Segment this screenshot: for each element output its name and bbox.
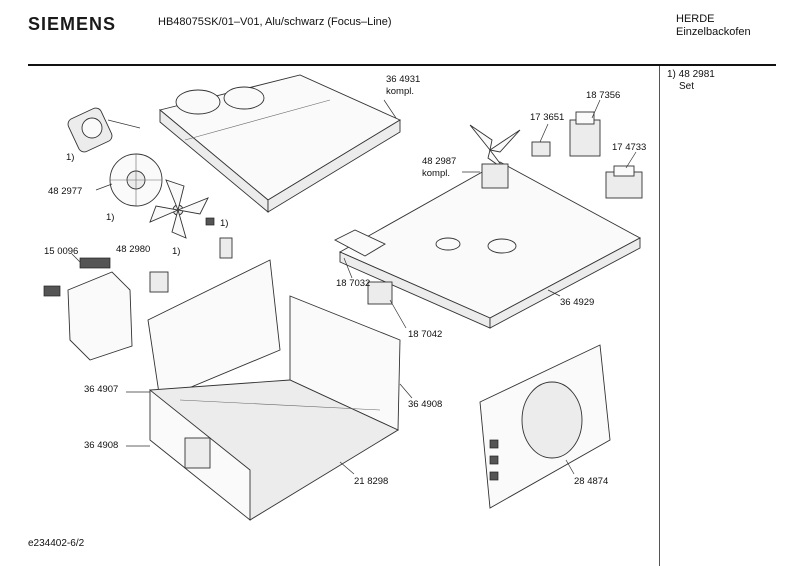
footnote-set: 1) 48 2981 Set <box>667 69 715 93</box>
convection-fan-motor <box>469 124 521 189</box>
brand-logo: SIEMENS <box>28 14 117 34</box>
label-364908-left: 36 4908 <box>84 440 119 451</box>
label-187356: 18 7356 <box>586 90 621 101</box>
label-284874: 28 4874 <box>574 476 609 487</box>
label-173651: 17 3651 <box>530 112 565 123</box>
label-364929: 36 4929 <box>560 297 595 308</box>
oven-cavity <box>147 259 401 521</box>
label-364907: 36 4907 <box>84 384 119 395</box>
category-line-2: Einzelbackofen <box>676 26 751 38</box>
fan-motor <box>67 107 141 153</box>
door-hinge <box>367 281 393 305</box>
category-line-1: HERDE <box>676 13 715 25</box>
label-150096: 15 0096 <box>44 246 79 257</box>
label-482987: 48 2987 <box>422 156 457 167</box>
label-482980: 48 2980 <box>116 244 151 255</box>
oven-door <box>479 344 611 509</box>
label-kompl-2: kompl. <box>422 168 450 179</box>
label-174733: 17 4733 <box>612 142 647 153</box>
footnote-line-2: Set <box>679 81 695 92</box>
label-482977: 48 2977 <box>48 186 83 197</box>
label-364931: 36 4931 <box>386 74 421 85</box>
top-cover-duct <box>159 74 401 213</box>
footnote-column-divider <box>659 66 660 566</box>
choke <box>605 165 643 199</box>
footnote-marker-ring: 1) <box>106 212 115 223</box>
footnote-marker-motor: 1) <box>66 152 75 163</box>
label-187042: 18 7042 <box>408 329 443 340</box>
footnote-line-1: 1) 48 2981 <box>667 69 715 80</box>
label-364908-right: 36 4908 <box>408 399 443 410</box>
diagram-id: e234402-6/2 <box>28 538 85 549</box>
transformer <box>569 111 601 157</box>
fan-cover-ring <box>109 153 163 207</box>
footnote-marker-nut: 1) <box>220 218 229 229</box>
leader-lines <box>71 99 637 475</box>
fan-wheel <box>149 179 215 239</box>
model-designation: HB48075SK/01–V01, Alu/schwarz (Focus–Lin… <box>158 16 392 28</box>
label-187032: 18 7032 <box>336 278 371 289</box>
bracket-plate <box>43 237 233 361</box>
header-divider <box>28 64 776 66</box>
label-kompl-1: kompl. <box>386 86 414 97</box>
base-plate <box>334 161 641 329</box>
footnote-marker-wheel: 1) <box>172 246 181 257</box>
label-218298: 21 8298 <box>354 476 389 487</box>
relay <box>531 141 551 157</box>
appliance-category: HERDE Einzelbackofen <box>676 13 751 39</box>
